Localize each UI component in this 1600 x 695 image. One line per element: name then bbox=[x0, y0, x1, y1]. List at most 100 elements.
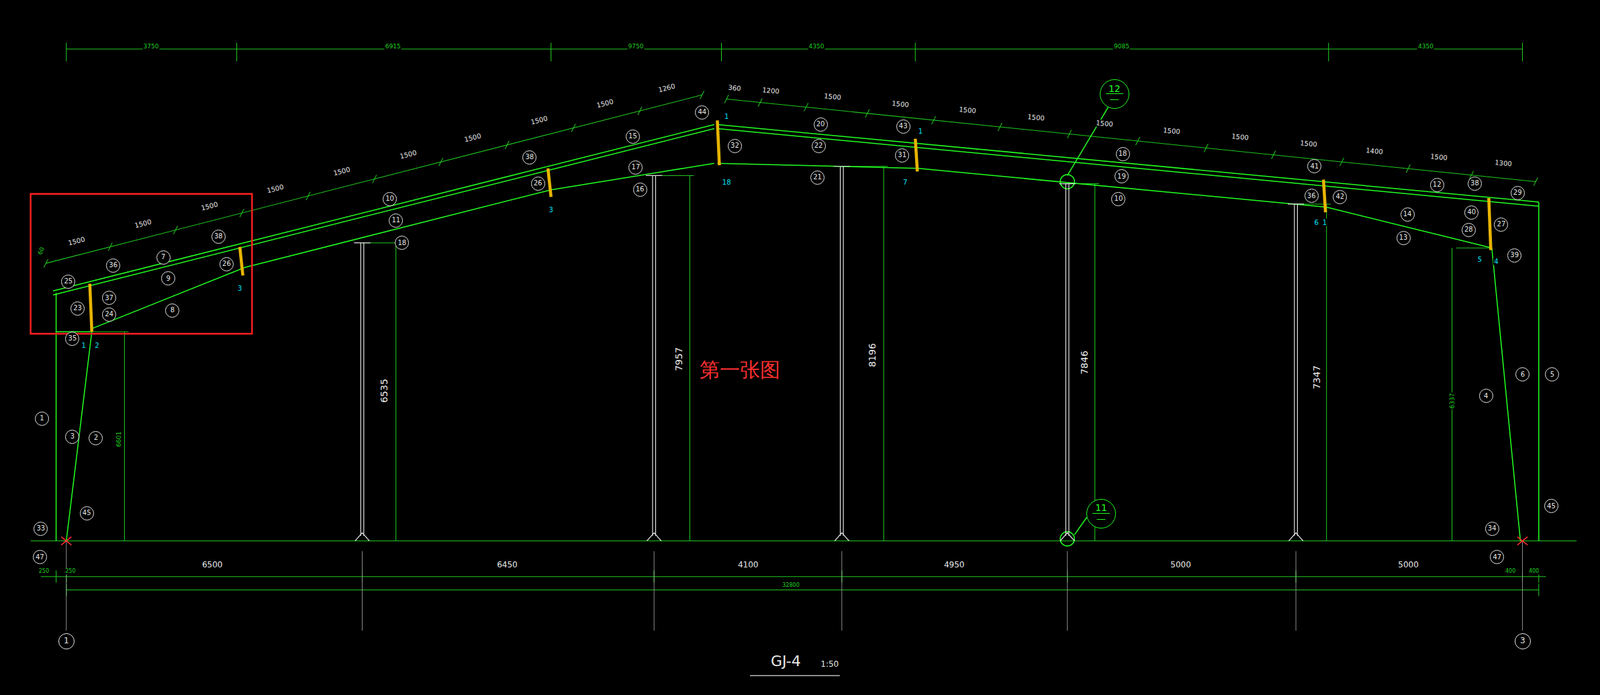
callout-text: 7 bbox=[161, 253, 166, 262]
dimension-text: 1:50 bbox=[819, 660, 840, 669]
callout-number: 36 bbox=[106, 258, 121, 273]
callout-text: 15 bbox=[628, 132, 638, 141]
callout-text: 13 bbox=[1399, 234, 1408, 242]
callout-text: 29 bbox=[1513, 189, 1523, 197]
drawing-title: GJ-4 bbox=[770, 653, 802, 670]
callout-number: 16 bbox=[633, 182, 648, 197]
callout-text: 20 bbox=[816, 120, 826, 129]
callout-number: 19 bbox=[1114, 169, 1129, 184]
callout-text: 32 bbox=[730, 142, 740, 150]
callout-text: 4 bbox=[1483, 392, 1488, 401]
callout-number: 7 bbox=[156, 250, 171, 265]
callout-number: 6 bbox=[1515, 367, 1530, 382]
dimension-text: 4950 bbox=[943, 560, 966, 570]
dimension-text: 1500 bbox=[1298, 139, 1318, 150]
callout-number: 25 bbox=[61, 274, 76, 289]
joint-number: 3 bbox=[548, 205, 554, 213]
callout-text: 35 bbox=[68, 335, 78, 343]
detail-callout: 11— bbox=[1086, 498, 1116, 529]
dimension-text: 1500 bbox=[823, 92, 842, 103]
callout-number: 8 bbox=[165, 303, 180, 318]
callout-text: 22 bbox=[814, 142, 824, 150]
callout-text: 38 bbox=[1470, 179, 1480, 188]
callout-text: 27 bbox=[1497, 220, 1507, 229]
callout-text: 1 bbox=[39, 414, 44, 423]
joint-number: 7 bbox=[902, 177, 908, 186]
dimension-text: 1500 bbox=[398, 148, 418, 160]
dimension-text: 1500 bbox=[890, 99, 910, 109]
callout-number: 15 bbox=[625, 129, 640, 144]
dimension-text: 7957 bbox=[674, 346, 685, 372]
callout-number: 44 bbox=[694, 105, 710, 120]
dimension-text: 6915 bbox=[384, 43, 402, 51]
callout-number: 26 bbox=[531, 176, 546, 191]
dimension-text: 250 bbox=[38, 568, 50, 575]
dimension-text: 9750 bbox=[627, 43, 645, 51]
callout-number: 29 bbox=[1510, 185, 1525, 201]
callout-text: 26 bbox=[533, 179, 543, 188]
joint-number: 1 bbox=[80, 341, 86, 349]
callout-text: 40 bbox=[1467, 208, 1476, 217]
callout-text: 23 bbox=[73, 304, 82, 313]
callout-number: 10 bbox=[382, 192, 397, 207]
callout-number: 47 bbox=[1489, 549, 1504, 564]
callout-text: 45 bbox=[82, 509, 92, 517]
dimension-text: 1400 bbox=[1365, 146, 1384, 156]
callout-number: 42 bbox=[1332, 190, 1347, 205]
dimension-text: 400 bbox=[1528, 568, 1540, 575]
joint-number: 18 bbox=[721, 177, 732, 186]
callout-text: 28 bbox=[1464, 226, 1474, 234]
callout-text: 6 bbox=[1520, 371, 1525, 379]
callout-text: 42 bbox=[1335, 193, 1345, 201]
dimension-text: 1500 bbox=[132, 217, 153, 229]
callout-text: 47 bbox=[35, 553, 45, 562]
note-text: 第一张图 bbox=[698, 358, 781, 381]
callout-text: — bbox=[1109, 93, 1120, 105]
callout-text: 9 bbox=[166, 275, 171, 283]
dimension-text: 1500 bbox=[199, 200, 219, 212]
dimension-text: 7846 bbox=[1079, 349, 1090, 376]
callout-text: 11 bbox=[1092, 502, 1110, 514]
callout-number: 21 bbox=[810, 170, 825, 185]
callout-number: 13 bbox=[1396, 230, 1411, 246]
callout-number: 35 bbox=[65, 331, 80, 346]
dimension-text: 1500 bbox=[66, 234, 86, 247]
joint-number: 5 bbox=[1477, 255, 1483, 264]
callout-number: 20 bbox=[813, 117, 828, 132]
joint-number: 6 bbox=[1313, 218, 1320, 227]
dimension-text: 1500 bbox=[1230, 132, 1250, 142]
callout-text: 11 bbox=[391, 216, 401, 225]
callout-text: 19 bbox=[1117, 173, 1126, 181]
dimension-text: 8196 bbox=[867, 342, 878, 368]
callout-number: 17 bbox=[628, 160, 643, 175]
callout-text: 8 bbox=[170, 306, 175, 315]
callout-number: 2 bbox=[88, 431, 103, 446]
dimension-text: 1500 bbox=[1026, 112, 1046, 123]
callout-number: 28 bbox=[1461, 222, 1476, 238]
callout-number: 22 bbox=[811, 138, 826, 154]
callout-number: 45 bbox=[1544, 498, 1559, 513]
axis-bubble: 3 bbox=[1514, 633, 1531, 650]
dimension-text: 7347 bbox=[1312, 365, 1323, 391]
callout-number: 32 bbox=[727, 138, 742, 154]
dimension-text: 60 bbox=[36, 245, 47, 257]
dimension-text: 32800 bbox=[781, 582, 800, 589]
dimension-text: 360 bbox=[727, 83, 742, 92]
callout-text: 12 bbox=[1432, 181, 1442, 189]
callout-text: 26 bbox=[222, 260, 231, 268]
dimension-text: 1500 bbox=[1094, 118, 1114, 129]
callout-number: 23 bbox=[70, 301, 85, 316]
callout-text: 10 bbox=[1114, 195, 1124, 203]
dimension-text: 1500 bbox=[265, 183, 286, 195]
detail-callout: 12— bbox=[1099, 79, 1130, 109]
axis-bubble: 1 bbox=[58, 633, 75, 650]
callout-text: 41 bbox=[1309, 163, 1319, 171]
callout-number: 40 bbox=[1464, 205, 1479, 220]
callout-text: 36 bbox=[108, 261, 118, 270]
dimension-text: 4100 bbox=[737, 560, 760, 570]
callout-text: 10 bbox=[385, 195, 395, 203]
callout-text: 37 bbox=[104, 294, 114, 303]
dimension-text: 6337 bbox=[1450, 392, 1457, 410]
callout-number: 14 bbox=[1400, 207, 1415, 222]
